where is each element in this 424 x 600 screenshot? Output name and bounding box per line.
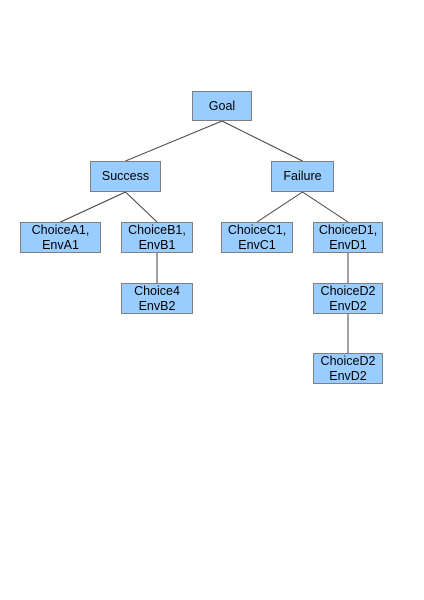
choice-d1-line2: EnvD1 bbox=[329, 237, 367, 252]
failure-label: Failure bbox=[283, 169, 322, 183]
choice-b1-line2: EnvB1 bbox=[138, 237, 176, 252]
edge-success-to-choice_b1 bbox=[125, 191, 158, 223]
edge-goal-to-failure bbox=[221, 120, 303, 162]
choice-c1-line1: ChoiceC1, bbox=[227, 222, 287, 237]
edge-failure-to-choice_c1 bbox=[256, 191, 303, 223]
choice-d2-node-lower: ChoiceD2 EnvD2 bbox=[313, 353, 383, 384]
choice-d2-upper-line2: EnvD2 bbox=[329, 298, 367, 313]
goal-label: Goal bbox=[208, 98, 236, 113]
goal-node: Goal bbox=[192, 91, 252, 121]
choice-d1-node: ChoiceD1, EnvD1 bbox=[313, 222, 383, 253]
choice-a1-node: ChoiceA1, EnvA1 bbox=[20, 222, 101, 253]
choice4-line1: Choice4 bbox=[134, 283, 180, 298]
choice-b1-line1: ChoiceB1, bbox=[128, 222, 186, 237]
success-node: Success bbox=[90, 161, 161, 192]
choice-d2-node-upper: ChoiceD2 EnvD2 bbox=[313, 283, 383, 314]
choice-c1-line2: EnvC1 bbox=[238, 237, 276, 252]
choice4-line2: EnvB2 bbox=[138, 298, 176, 313]
choice-d2-lower-line2: EnvD2 bbox=[329, 368, 367, 383]
choice4-node: Choice4 EnvB2 bbox=[121, 283, 193, 314]
choice-d2-lower-line1: ChoiceD2 bbox=[320, 353, 376, 368]
choice-c1-node: ChoiceC1, EnvC1 bbox=[221, 222, 293, 253]
edge-failure-to-choice_d1 bbox=[302, 191, 349, 223]
choice-d2-upper-line1: ChoiceD2 bbox=[320, 283, 376, 298]
failure-node: Failure bbox=[271, 161, 334, 192]
choice-a1-line1: ChoiceA1, bbox=[31, 222, 90, 237]
choice-b1-node: ChoiceB1, EnvB1 bbox=[121, 222, 193, 253]
success-label: Success bbox=[101, 169, 150, 183]
choice-a1-line2: EnvA1 bbox=[42, 237, 79, 252]
edge-goal-to-success bbox=[125, 120, 223, 162]
choice-d1-line1: ChoiceD1, bbox=[318, 222, 378, 237]
edge-success-to-choice_a1 bbox=[60, 191, 126, 223]
